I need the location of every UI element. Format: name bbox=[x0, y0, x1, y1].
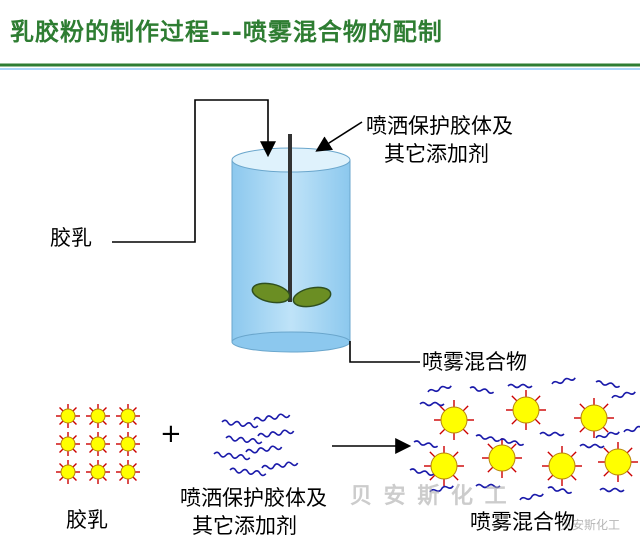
coated-particle bbox=[434, 400, 474, 440]
spray-mixture-outlet-line bbox=[349, 341, 420, 363]
latex-particle bbox=[116, 404, 140, 428]
additives-label-line1: 喷洒保护胶体及 bbox=[366, 114, 513, 138]
coated-particle bbox=[598, 442, 638, 482]
latex-particle bbox=[86, 404, 110, 428]
coated-particle bbox=[506, 390, 546, 430]
watermark-sub: 贝安斯化工 bbox=[560, 518, 621, 532]
coated-particle bbox=[424, 446, 464, 486]
colloid-strand bbox=[413, 440, 439, 448]
title-underline bbox=[0, 63, 640, 70]
colloid-strand bbox=[469, 386, 495, 394]
watermark: 贝 安 斯 化 工 bbox=[350, 484, 509, 509]
colloid-strand bbox=[595, 380, 621, 388]
colloid-strand bbox=[551, 377, 576, 385]
coated-particle bbox=[542, 446, 582, 486]
spray-mixture-bottom-label: 喷雾混合物 bbox=[470, 510, 575, 534]
colloid-strand bbox=[409, 468, 435, 476]
latex-particle bbox=[56, 432, 80, 456]
colloid-strand bbox=[213, 451, 251, 461]
latex-particles-cluster bbox=[56, 404, 140, 484]
protective-colloid-lines bbox=[213, 413, 299, 477]
latex-input-label: 胶乳 bbox=[50, 226, 92, 250]
colloid-strand bbox=[623, 425, 640, 433]
colloid-strand bbox=[419, 401, 445, 407]
colloid-strand bbox=[539, 431, 565, 437]
colloid-strand bbox=[229, 467, 267, 477]
colloid-strand bbox=[547, 486, 573, 494]
latex-particle bbox=[116, 460, 140, 484]
colloid-strand bbox=[595, 431, 620, 439]
colloid-strand bbox=[611, 391, 636, 399]
colloid-strand bbox=[245, 445, 283, 454]
colloid-strand bbox=[221, 419, 259, 429]
colloid-strand bbox=[475, 483, 501, 489]
latex-particle bbox=[116, 432, 140, 456]
latex-particle bbox=[86, 460, 110, 484]
latex-particle bbox=[86, 432, 110, 456]
colloid-strand bbox=[261, 461, 299, 470]
impeller-icon bbox=[251, 282, 332, 308]
colloid-strand bbox=[253, 413, 291, 422]
additives-bottom-line2: 其它添加剂 bbox=[192, 514, 297, 538]
coated-particle bbox=[574, 398, 614, 438]
colloid-strand bbox=[499, 438, 525, 446]
coated-particle bbox=[482, 438, 522, 478]
latex-bottom-label: 胶乳 bbox=[66, 508, 108, 532]
colloid-strand bbox=[429, 485, 454, 493]
colloid-strand bbox=[599, 487, 625, 493]
plus-sign: + bbox=[160, 419, 182, 449]
colloid-strand bbox=[475, 434, 501, 442]
colloid-strand bbox=[257, 429, 295, 438]
colloid-strand bbox=[427, 385, 452, 393]
colloid-strand bbox=[507, 383, 533, 389]
additives-arrow bbox=[315, 121, 363, 152]
colloid-strand bbox=[519, 493, 544, 501]
spray-mixture-tank-label: 喷雾混合物 bbox=[422, 350, 527, 374]
latex-inlet-line bbox=[112, 99, 276, 243]
colloid-strand bbox=[225, 435, 263, 445]
spray-mixture-cluster bbox=[409, 377, 640, 501]
colloid-strand bbox=[579, 443, 605, 449]
latex-particle bbox=[56, 404, 80, 428]
page-title: 乳胶粉的制作过程---喷雾混合物的配制 bbox=[10, 18, 443, 46]
latex-particle bbox=[56, 460, 80, 484]
additives-label-line2: 其它添加剂 bbox=[384, 142, 489, 166]
additives-bottom-line1: 喷洒保护胶体及 bbox=[180, 486, 327, 510]
